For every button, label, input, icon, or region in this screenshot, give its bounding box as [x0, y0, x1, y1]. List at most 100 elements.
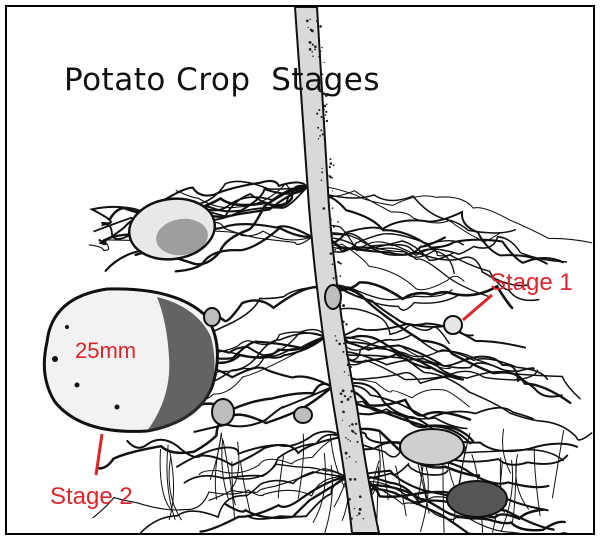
stem-dot: [359, 508, 362, 511]
stem-dot: [349, 456, 351, 458]
stem-dot: [326, 103, 327, 104]
stem-dot: [309, 41, 312, 44]
stem-dot: [358, 512, 361, 515]
stem-dot: [329, 158, 331, 160]
stem-dot: [330, 176, 332, 178]
stem-dot: [326, 120, 328, 122]
stem-dot: [343, 305, 345, 307]
size-label: 25mm: [75, 338, 136, 364]
stem-dot: [326, 174, 327, 175]
stem-dot: [341, 401, 344, 404]
stem-dot: [335, 275, 338, 278]
stem-dot: [332, 207, 334, 209]
stem-dot: [327, 174, 328, 175]
stem-dot: [359, 495, 362, 498]
stem-dot: [324, 105, 327, 108]
stem-dot: [346, 458, 347, 459]
stem-dot: [348, 498, 351, 501]
stem-dot: [318, 109, 320, 111]
stem-dot: [329, 218, 332, 221]
stem-dot: [316, 20, 318, 22]
stem-dot: [354, 508, 355, 509]
stem-dot: [312, 44, 314, 46]
stem-dot: [354, 479, 355, 480]
fine-root: [534, 448, 540, 516]
stem-dot: [342, 351, 344, 353]
stem-dot: [356, 441, 358, 443]
stem-dot: [349, 425, 351, 427]
stem-dot: [311, 29, 314, 32]
stem-dot: [320, 116, 322, 118]
stem-dot: [322, 133, 324, 135]
stem-dot: [314, 45, 317, 48]
stem-dot: [340, 392, 343, 395]
stem-dot: [345, 452, 348, 455]
stem-dot: [349, 366, 352, 369]
stem-dot: [356, 515, 357, 516]
stem-dot: [355, 433, 357, 435]
stage-1-pointer: [463, 295, 492, 320]
stem-dot: [335, 335, 336, 336]
stem-dot: [347, 439, 349, 441]
stem-dot: [352, 430, 354, 432]
stem-dot: [343, 343, 345, 345]
stem-dot: [321, 180, 323, 182]
stem-dot: [337, 221, 339, 223]
stage-1-label: Stage 1: [490, 269, 573, 297]
stem-dot: [339, 275, 341, 277]
root-strand: [127, 437, 342, 465]
stem-dot: [329, 227, 331, 229]
stem-dot: [342, 389, 345, 392]
stem-dot: [322, 117, 325, 120]
stem-dot: [347, 363, 350, 366]
stem-dot: [342, 286, 344, 288]
stem-dot: [346, 353, 348, 355]
stem-dot: [321, 168, 322, 169]
stem-dot: [349, 478, 352, 481]
stem-dot: [316, 112, 318, 114]
stem-dot: [342, 321, 345, 324]
stem-dot: [348, 375, 349, 376]
stem-dot: [307, 27, 308, 28]
stem-dot: [355, 461, 356, 462]
root-strand: [307, 186, 592, 243]
stem-dot: [323, 109, 325, 111]
tuber-stage-1: [444, 316, 462, 334]
stem-dot: [332, 263, 334, 265]
stem-dot: [363, 518, 365, 520]
stem-dot: [336, 340, 338, 342]
stem-dot: [338, 343, 341, 346]
stem-dot: [319, 135, 321, 137]
stem-dot: [321, 171, 323, 173]
stem-dot: [350, 440, 351, 441]
stem-dot: [318, 56, 319, 57]
stem-dot: [349, 396, 351, 398]
stem-dot: [333, 277, 335, 279]
stem-dot: [344, 395, 346, 397]
stem-dot: [330, 252, 333, 255]
stem-dot: [312, 55, 314, 57]
stem-dot: [347, 398, 350, 401]
stem-dot: [323, 122, 324, 123]
stem-dot: [314, 48, 316, 50]
stem-dot: [334, 249, 336, 251]
fine-root: [552, 431, 563, 498]
stem-dot: [318, 138, 319, 139]
stem-dot: [351, 423, 354, 426]
stem-dot: [342, 420, 343, 421]
stem-dot: [342, 411, 345, 414]
stem-dot: [329, 166, 330, 167]
stem-dot: [320, 50, 322, 52]
diagram-title: Potato Crop Stages: [64, 62, 380, 98]
stem-dot: [351, 390, 354, 393]
fine-root: [278, 456, 283, 498]
stem-dot: [306, 20, 309, 23]
stem-dot: [345, 437, 347, 439]
root-strand: [235, 464, 348, 479]
stem-dot: [317, 127, 319, 129]
fine-root: [240, 461, 250, 513]
stem-dot: [320, 129, 322, 131]
fine-root: [215, 435, 222, 500]
fine-root: [443, 460, 444, 534]
stem-dot: [311, 51, 313, 53]
